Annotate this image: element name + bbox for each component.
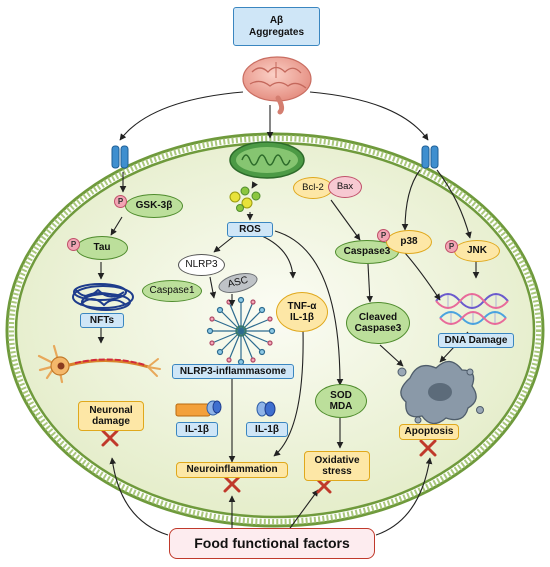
brain-icon	[242, 56, 312, 115]
ros-particles-icon	[229, 186, 261, 212]
inhibition-marks	[101, 429, 437, 494]
food-functional-factors-box: Food functional factors	[169, 528, 375, 559]
phospho-marker: P	[377, 229, 390, 242]
bax-node: Bax	[328, 176, 362, 198]
tau-node: Tau	[76, 236, 128, 260]
neuroinflammation-box: Neuroinflammation	[176, 462, 288, 478]
mitochondrion-icon	[229, 141, 305, 179]
abeta-aggregates-box: Aβ Aggregates	[233, 7, 320, 46]
dna-damage-box: DNA Damage	[438, 333, 514, 348]
apoptotic-cell-icon	[397, 360, 484, 425]
gsk3b-node: GSK-3β	[125, 194, 183, 218]
sod-mda-node: SOD MDA	[315, 384, 367, 418]
apoptosis-box: Apoptosis	[399, 424, 459, 440]
inflammasome-icon	[206, 296, 276, 366]
dna-icon	[435, 293, 509, 325]
il1b-left-box: IL-1β	[176, 422, 218, 437]
bcl2-node: Bcl-2	[293, 177, 333, 199]
cleaved-caspase3-node: Cleaved Caspase3	[346, 302, 410, 344]
tnf-il1b-node: TNF-α IL-1β	[276, 292, 328, 332]
mature-il1b-icon	[256, 401, 276, 417]
il1b-right-box: IL-1β	[246, 422, 288, 437]
nlrp3-node: NLRP3	[178, 254, 225, 276]
receptor-icon	[111, 145, 129, 169]
phospho-marker: P	[445, 240, 458, 253]
neuronal-damage-box: Neuronal damage	[78, 401, 144, 431]
jnk-node: JNK	[454, 240, 500, 262]
phospho-marker: P	[67, 238, 80, 251]
caspase1-node: Caspase1	[142, 280, 202, 302]
nft-tangle-icon	[72, 283, 134, 311]
phospho-marker: P	[114, 195, 127, 208]
ros-box: ROS	[227, 222, 273, 237]
nfts-box: NFTs	[80, 313, 124, 328]
oxidative-stress-box: Oxidative stress	[304, 451, 370, 481]
nlrp3-inflammasome-box: NLRP3-inflammasome	[172, 364, 294, 379]
neuron-icon	[37, 344, 161, 384]
pro-il1b-icon	[175, 400, 222, 417]
receptor-icon	[421, 145, 439, 169]
p38-node: p38	[386, 230, 432, 254]
